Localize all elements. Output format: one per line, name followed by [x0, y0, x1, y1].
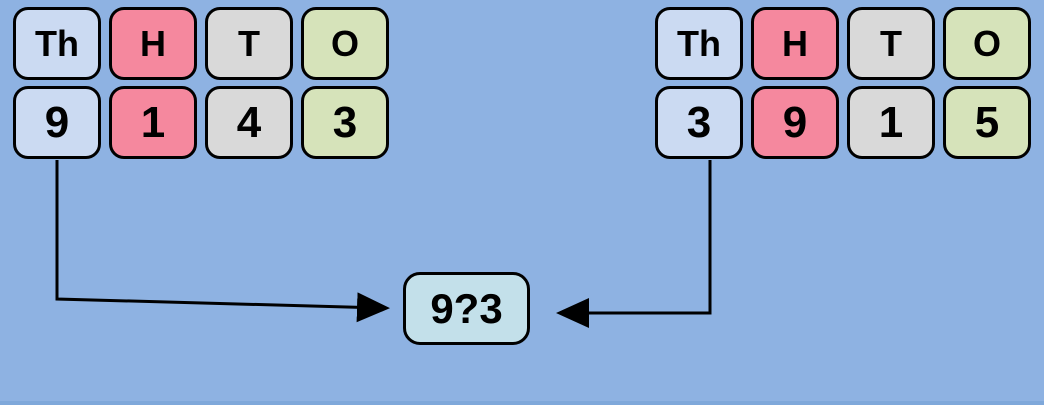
digit-cell-tens: 1	[847, 86, 935, 159]
header-cell-tens: T	[847, 7, 935, 80]
header-row-right: Th H T O	[655, 7, 1031, 80]
bottom-edge-strip	[0, 401, 1044, 405]
header-cell-ones: O	[943, 7, 1031, 80]
place-value-table-right: Th H T O 3 9 1 5	[655, 7, 1031, 159]
digit-cell-hundreds: 1	[109, 86, 197, 159]
header-cell-hundreds: H	[109, 7, 197, 80]
digit-cell-ones: 3	[301, 86, 389, 159]
digit-cell-thousands: 3	[655, 86, 743, 159]
comparison-box: 9?3	[403, 272, 530, 345]
header-cell-thousands: Th	[13, 7, 101, 80]
header-row-left: Th H T O	[13, 7, 389, 80]
header-cell-ones: O	[301, 7, 389, 80]
arrow-right-thousands-icon	[556, 160, 712, 328]
digit-row-right: 3 9 1 5	[655, 86, 1031, 159]
place-value-table-left: Th H T O 9 1 4 3	[13, 7, 389, 159]
header-cell-hundreds: H	[751, 7, 839, 80]
digit-cell-tens: 4	[205, 86, 293, 159]
digit-cell-ones: 5	[943, 86, 1031, 159]
digit-cell-hundreds: 9	[751, 86, 839, 159]
digit-row-left: 9 1 4 3	[13, 86, 389, 159]
arrow-left-thousands-icon	[55, 160, 390, 323]
header-cell-tens: T	[205, 7, 293, 80]
digit-cell-thousands: 9	[13, 86, 101, 159]
header-cell-thousands: Th	[655, 7, 743, 80]
